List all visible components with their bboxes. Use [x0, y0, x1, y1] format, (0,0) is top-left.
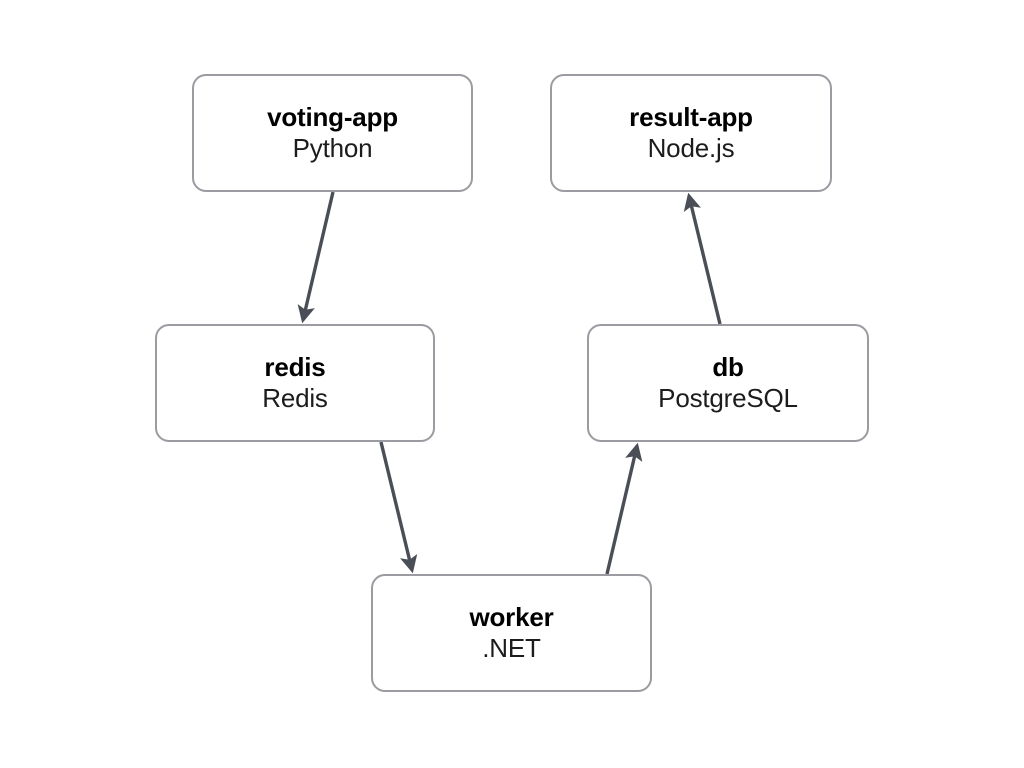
node-worker[interactable]: worker .NET [371, 574, 652, 692]
node-subtitle: .NET [482, 633, 541, 663]
edge-db-to-result-app [683, 192, 722, 325]
node-db[interactable]: db PostgreSQL [587, 324, 869, 442]
node-subtitle: Node.js [647, 133, 735, 163]
node-subtitle: Redis [262, 383, 328, 413]
node-subtitle: Python [292, 133, 373, 163]
edge-voting-app-to-redis [297, 191, 335, 324]
node-title: voting-app [267, 102, 398, 133]
node-voting-app[interactable]: voting-app Python [192, 74, 473, 192]
edge-worker-to-db [605, 442, 643, 575]
node-title: redis [264, 352, 326, 383]
node-title: db [712, 352, 744, 383]
node-subtitle: PostgreSQL [658, 383, 798, 413]
edge-redis-to-worker [379, 441, 418, 574]
node-result-app[interactable]: result-app Node.js [550, 74, 832, 192]
node-title: result-app [629, 102, 753, 133]
node-title: worker [469, 602, 554, 633]
node-redis[interactable]: redis Redis [155, 324, 435, 442]
